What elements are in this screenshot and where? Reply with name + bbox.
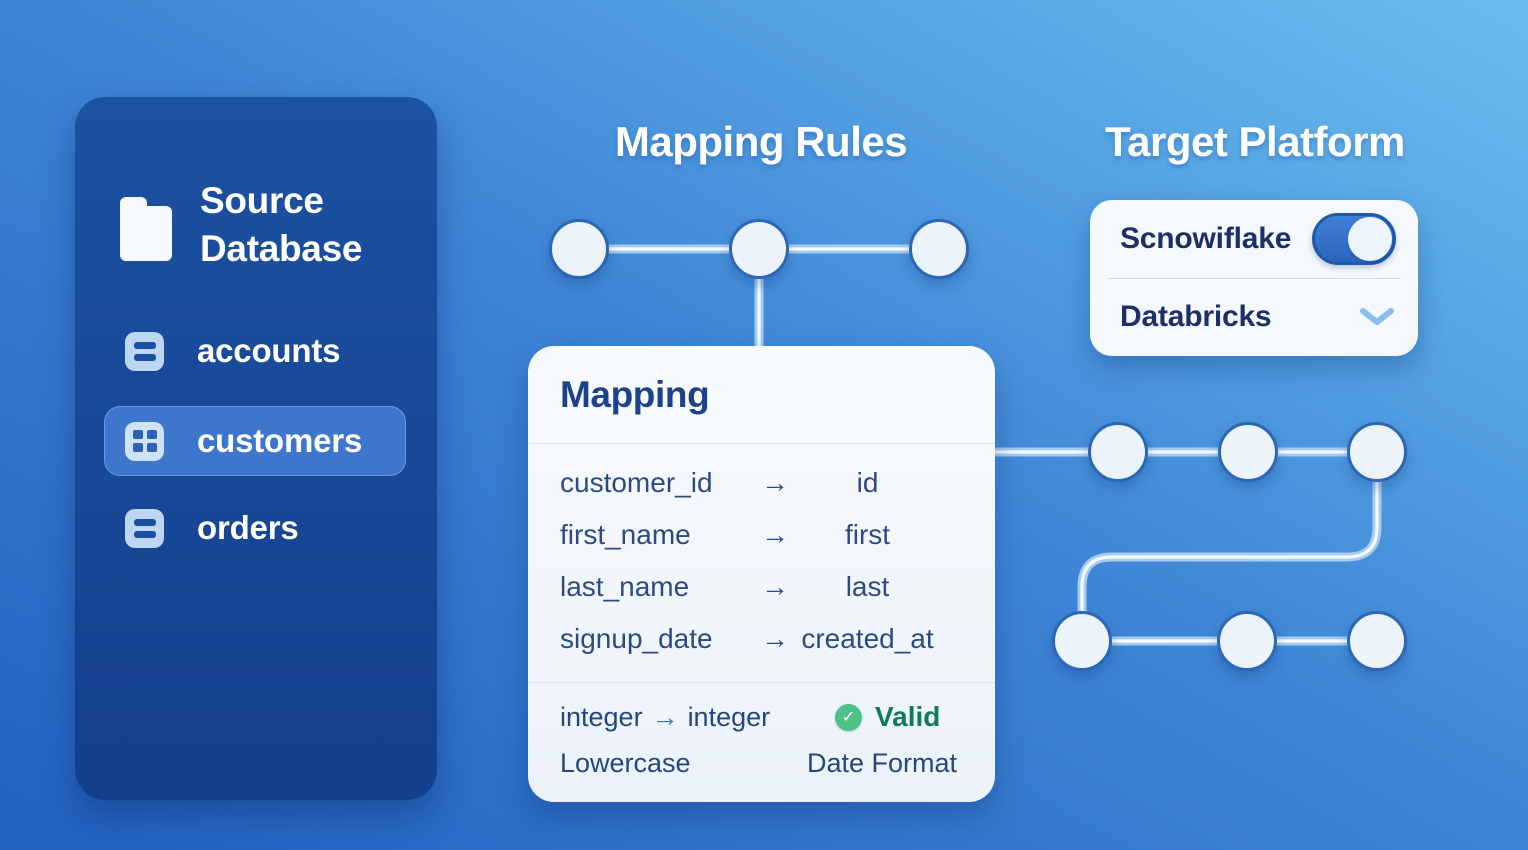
validation-row: integer → integer ✓ Valid (560, 697, 962, 737)
table-rows-icon (125, 508, 164, 548)
check-icon: ✓ (835, 703, 862, 731)
source-field: customer_id (560, 467, 713, 498)
mapping-row: last_name → last (560, 567, 935, 607)
source-field: first_name (560, 519, 691, 550)
pipeline-node (1088, 422, 1148, 482)
table-rows-icon (125, 331, 164, 371)
pipeline-node (1218, 422, 1278, 482)
mapping-card: Mapping customer_id → id first_name → fi… (528, 346, 995, 802)
rule-lowercase: Lowercase (560, 747, 691, 778)
pipeline-node (1217, 611, 1277, 671)
toggle-knob (1348, 216, 1392, 261)
arrow-icon: → (651, 701, 679, 732)
mapping-row: signup_date → created_at (560, 619, 935, 659)
target-field: id (856, 467, 879, 498)
platform-option-snowflake: Scnowiflake (1090, 200, 1418, 277)
type-rule: integer → integer (560, 702, 770, 733)
status-badge: ✓ Valid (835, 697, 940, 737)
target-field: created_at (801, 623, 934, 654)
mapping-rules-heading: Mapping Rules (614, 118, 908, 165)
platform-label: Scnowiflake (1120, 221, 1292, 255)
rule-date-format: Date Format (807, 747, 958, 778)
rules-node (729, 219, 789, 279)
mapping-row: first_name → first (560, 515, 935, 555)
target-platform-heading: Target Platform (1105, 118, 1405, 165)
rules-node (909, 219, 969, 279)
pipeline-node (1347, 611, 1407, 671)
target-field: last (845, 571, 890, 602)
folder-icon (120, 197, 172, 261)
divider (528, 682, 995, 683)
sidebar-item-accounts[interactable]: accounts (104, 316, 406, 386)
pipeline-node (1052, 611, 1112, 671)
platform-option-databricks[interactable]: Databricks (1090, 278, 1418, 355)
arrow-icon: → (761, 571, 789, 602)
sidebar-item-orders[interactable]: orders (104, 493, 406, 563)
sidebar-item-label: accounts (197, 332, 341, 369)
sidebar-item-label: customers (197, 422, 363, 459)
transform-rules-row: Lowercase Date Format (560, 743, 962, 783)
type-target: integer (687, 701, 771, 732)
platform-label: Databricks (1120, 299, 1272, 333)
divider (1107, 278, 1401, 279)
snowflake-toggle[interactable] (1312, 212, 1396, 265)
divider (528, 443, 995, 444)
chevron-down-icon[interactable] (1358, 306, 1396, 328)
rules-node (549, 219, 609, 279)
mapping-row: customer_id → id (560, 463, 935, 503)
arrow-icon: → (761, 519, 789, 550)
mapping-card-title: Mapping (560, 374, 710, 415)
source-field: last_name (560, 571, 690, 602)
arrow-icon: → (761, 467, 789, 498)
table-grid-icon (125, 421, 164, 461)
type-source: integer (560, 701, 643, 732)
source-field: signup_date (560, 623, 713, 654)
arrow-icon: → (761, 623, 789, 654)
sidebar-item-label: orders (197, 509, 299, 546)
source-database-panel: Source Database accounts customers order… (75, 97, 437, 800)
sidebar-title: Source Database (200, 180, 363, 269)
pipeline-node (1347, 422, 1407, 482)
target-field: first (844, 519, 891, 550)
target-platform-card: Scnowiflake Databricks (1090, 200, 1418, 356)
sidebar-header: Source Database (120, 177, 400, 273)
sidebar-item-customers[interactable]: customers (104, 406, 406, 476)
status-label: Valid (875, 701, 941, 732)
